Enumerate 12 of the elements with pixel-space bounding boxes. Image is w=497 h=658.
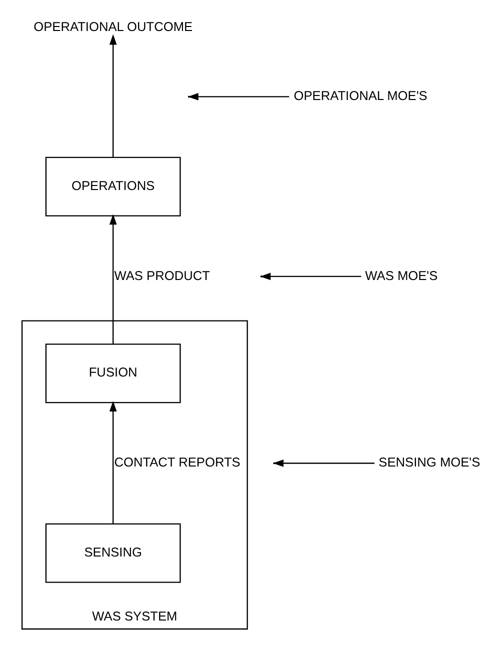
node-text: OPERATIONAL OUTCOME — [34, 19, 193, 34]
arrow — [109, 401, 117, 524]
arrow — [109, 34, 117, 158]
edge-label: WAS PRODUCT — [114, 268, 210, 283]
node-text: OPERATIONAL MOE'S — [294, 88, 428, 103]
arrow — [109, 214, 117, 344]
node-box: SENSING — [45, 523, 181, 583]
node-text: WAS MOE'S — [365, 268, 438, 283]
node-text: SENSING MOE'S — [378, 454, 480, 470]
node-box: OPERATIONS — [45, 156, 181, 216]
node-box: FUSION — [45, 344, 181, 404]
edge-label: CONTACT REPORTS — [114, 454, 240, 470]
